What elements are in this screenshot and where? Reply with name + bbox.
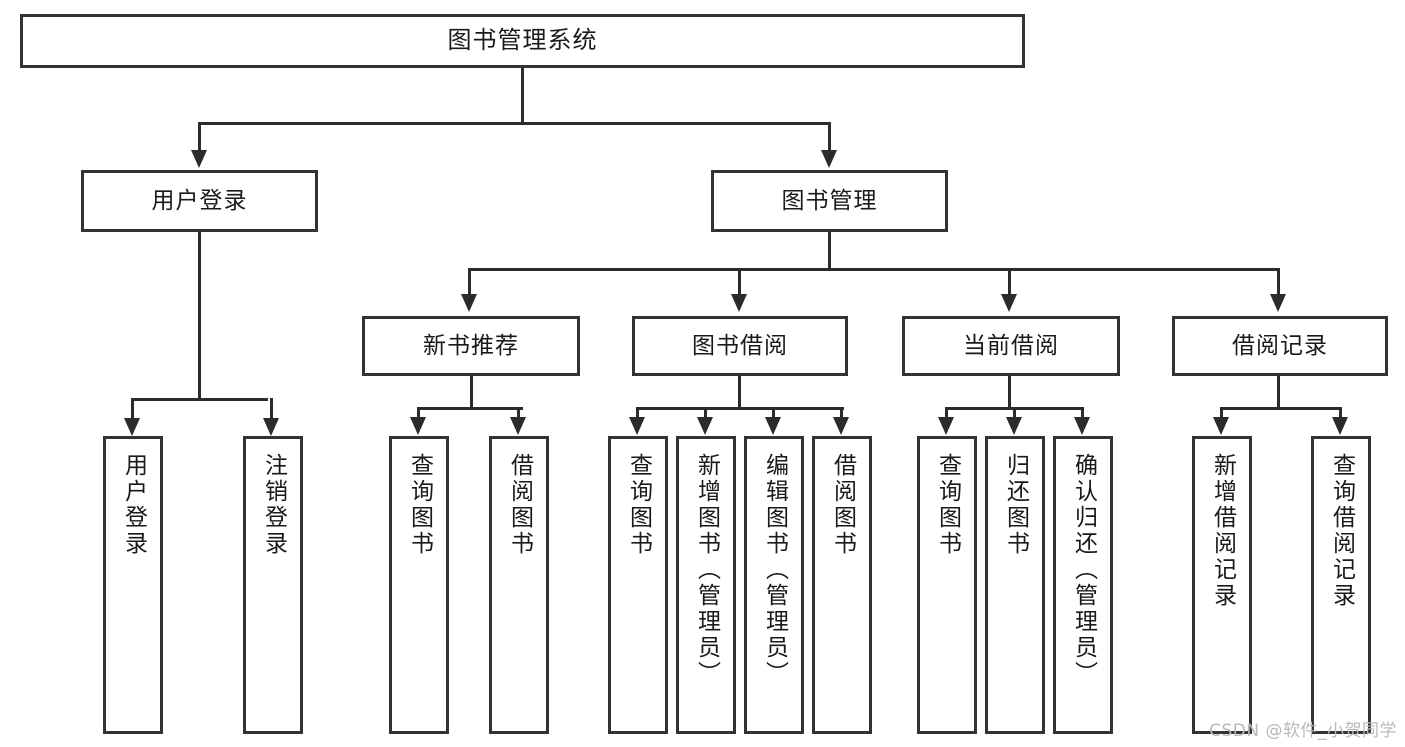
- connector-book-borrow-stem: [738, 376, 741, 409]
- arrowhead-book-borrow: [731, 294, 747, 312]
- node-label: 查询图书: [625, 453, 652, 557]
- node-label: 注销登录: [260, 453, 287, 557]
- node-label: 新书推荐: [423, 332, 519, 359]
- connector-drop-leaf-borrow-book-2: [840, 407, 843, 419]
- node-current-borrow[interactable]: 当前借阅: [902, 316, 1120, 376]
- arrowhead-current-borrow: [1001, 294, 1017, 312]
- leaf-borrow-book-1[interactable]: 借阅图书: [489, 436, 549, 734]
- connector-drop-current-borrow: [1008, 268, 1011, 296]
- arrowhead-leaf-query-book-1: [410, 417, 426, 435]
- node-label: 归还图书: [1002, 453, 1029, 557]
- arrowhead-leaf-query-book-3: [938, 417, 954, 435]
- leaf-query-book-3[interactable]: 查询图书: [917, 436, 977, 734]
- connector-root-stem: [521, 68, 524, 122]
- arrowhead-leaf-query-book-2: [629, 417, 645, 435]
- arrowhead-leaf-add-record: [1213, 417, 1229, 435]
- node-label: 查询借阅记录: [1328, 453, 1355, 609]
- connector-drop-leaf-add-book: [704, 407, 707, 419]
- leaf-return-book[interactable]: 归还图书: [985, 436, 1045, 734]
- node-label: 借阅图书: [829, 453, 856, 557]
- leaf-user-login[interactable]: 用户登录: [103, 436, 163, 734]
- leaf-edit-book[interactable]: 编辑图书（管理员）: [744, 436, 804, 734]
- connector-drop-book-borrow: [738, 268, 741, 296]
- node-user-login[interactable]: 用户登录: [81, 170, 318, 232]
- connector-drop-leaf-confirm-return: [1081, 407, 1084, 419]
- arrowhead-borrow-record: [1270, 294, 1286, 312]
- leaf-add-book[interactable]: 新增图书（管理员）: [676, 436, 736, 734]
- node-label: 用户登录: [151, 187, 248, 214]
- connector-drop-leaf-edit-book: [772, 407, 775, 419]
- arrowhead-user-login: [191, 150, 207, 168]
- node-label: 当前借阅: [963, 332, 1059, 359]
- leaf-add-record[interactable]: 新增借阅记录: [1192, 436, 1252, 734]
- connector-drop-leaf-add-record: [1220, 407, 1223, 419]
- leaf-logout[interactable]: 注销登录: [243, 436, 303, 734]
- node-label: 查询图书: [406, 453, 433, 557]
- connector-drop-borrow-record: [1277, 268, 1280, 296]
- connector-user-login-stem: [198, 232, 201, 400]
- connector-drop-leaf-query-book-1: [417, 407, 420, 419]
- connector-borrow-record-bus: [1220, 407, 1342, 410]
- arrowhead-book-manage: [821, 150, 837, 168]
- leaf-query-book-1[interactable]: 查询图书: [389, 436, 449, 734]
- leaf-borrow-book-2[interactable]: 借阅图书: [812, 436, 872, 734]
- arrowhead-leaf-borrow-book-1: [510, 417, 526, 435]
- leaf-query-book-2[interactable]: 查询图书: [608, 436, 668, 734]
- connector-level2-bus: [198, 122, 831, 125]
- connector-drop-user-login: [198, 122, 201, 152]
- connector-drop-book-manage: [828, 122, 831, 152]
- arrowhead-leaf-logout: [263, 418, 279, 436]
- connector-drop-leaf-borrow-book-1: [517, 407, 520, 419]
- connector-new-book-rec-stem: [470, 376, 473, 409]
- connector-drop-leaf-query-book-2: [636, 407, 639, 419]
- node-label: 借阅图书: [506, 453, 533, 557]
- connector-level3-bus: [468, 268, 1280, 271]
- arrowhead-leaf-edit-book: [765, 417, 781, 435]
- node-new-book-rec[interactable]: 新书推荐: [362, 316, 580, 376]
- node-root-system[interactable]: 图书管理系统: [20, 14, 1025, 68]
- connector-book-manage-stem: [828, 232, 831, 268]
- node-label: 确认归还（管理员）: [1070, 453, 1097, 687]
- node-label: 编辑图书（管理员）: [761, 453, 788, 687]
- connector-drop-new-book-rec: [468, 268, 471, 296]
- connector-drop-leaf-return-book: [1013, 407, 1016, 419]
- leaf-confirm-return[interactable]: 确认归还（管理员）: [1053, 436, 1113, 734]
- arrowhead-leaf-borrow-book-2: [833, 417, 849, 435]
- connector-drop-leaf-user-login: [131, 398, 134, 420]
- node-borrow-record[interactable]: 借阅记录: [1172, 316, 1388, 376]
- arrowhead-leaf-add-book: [697, 417, 713, 435]
- connector-drop-leaf-query-record: [1339, 407, 1342, 419]
- arrowhead-leaf-user-login: [124, 418, 140, 436]
- arrowhead-leaf-query-record: [1332, 417, 1348, 435]
- leaf-query-record[interactable]: 查询借阅记录: [1311, 436, 1371, 734]
- arrowhead-new-book-rec: [461, 294, 477, 312]
- node-label: 查询图书: [934, 453, 961, 557]
- connector-book-borrow-bus: [636, 407, 844, 410]
- node-book-borrow[interactable]: 图书借阅: [632, 316, 848, 376]
- connector-new-book-rec-bus: [417, 407, 523, 410]
- connector-current-borrow-stem: [1008, 376, 1011, 409]
- connector-drop-leaf-query-book-3: [945, 407, 948, 419]
- node-label: 新增图书（管理员）: [693, 453, 720, 687]
- node-label: 借阅记录: [1232, 332, 1328, 359]
- node-book-manage[interactable]: 图书管理: [711, 170, 948, 232]
- node-label: 用户登录: [120, 453, 147, 557]
- node-label: 图书管理系统: [447, 26, 598, 55]
- arrowhead-leaf-confirm-return: [1074, 417, 1090, 435]
- connector-drop-leaf-logout: [270, 398, 273, 420]
- connector-borrow-record-stem: [1277, 376, 1280, 409]
- node-label: 新增借阅记录: [1209, 453, 1236, 609]
- node-label: 图书管理: [781, 187, 878, 214]
- node-label: 图书借阅: [692, 332, 788, 359]
- connector-user-login-bus: [131, 398, 268, 401]
- arrowhead-leaf-return-book: [1006, 417, 1022, 435]
